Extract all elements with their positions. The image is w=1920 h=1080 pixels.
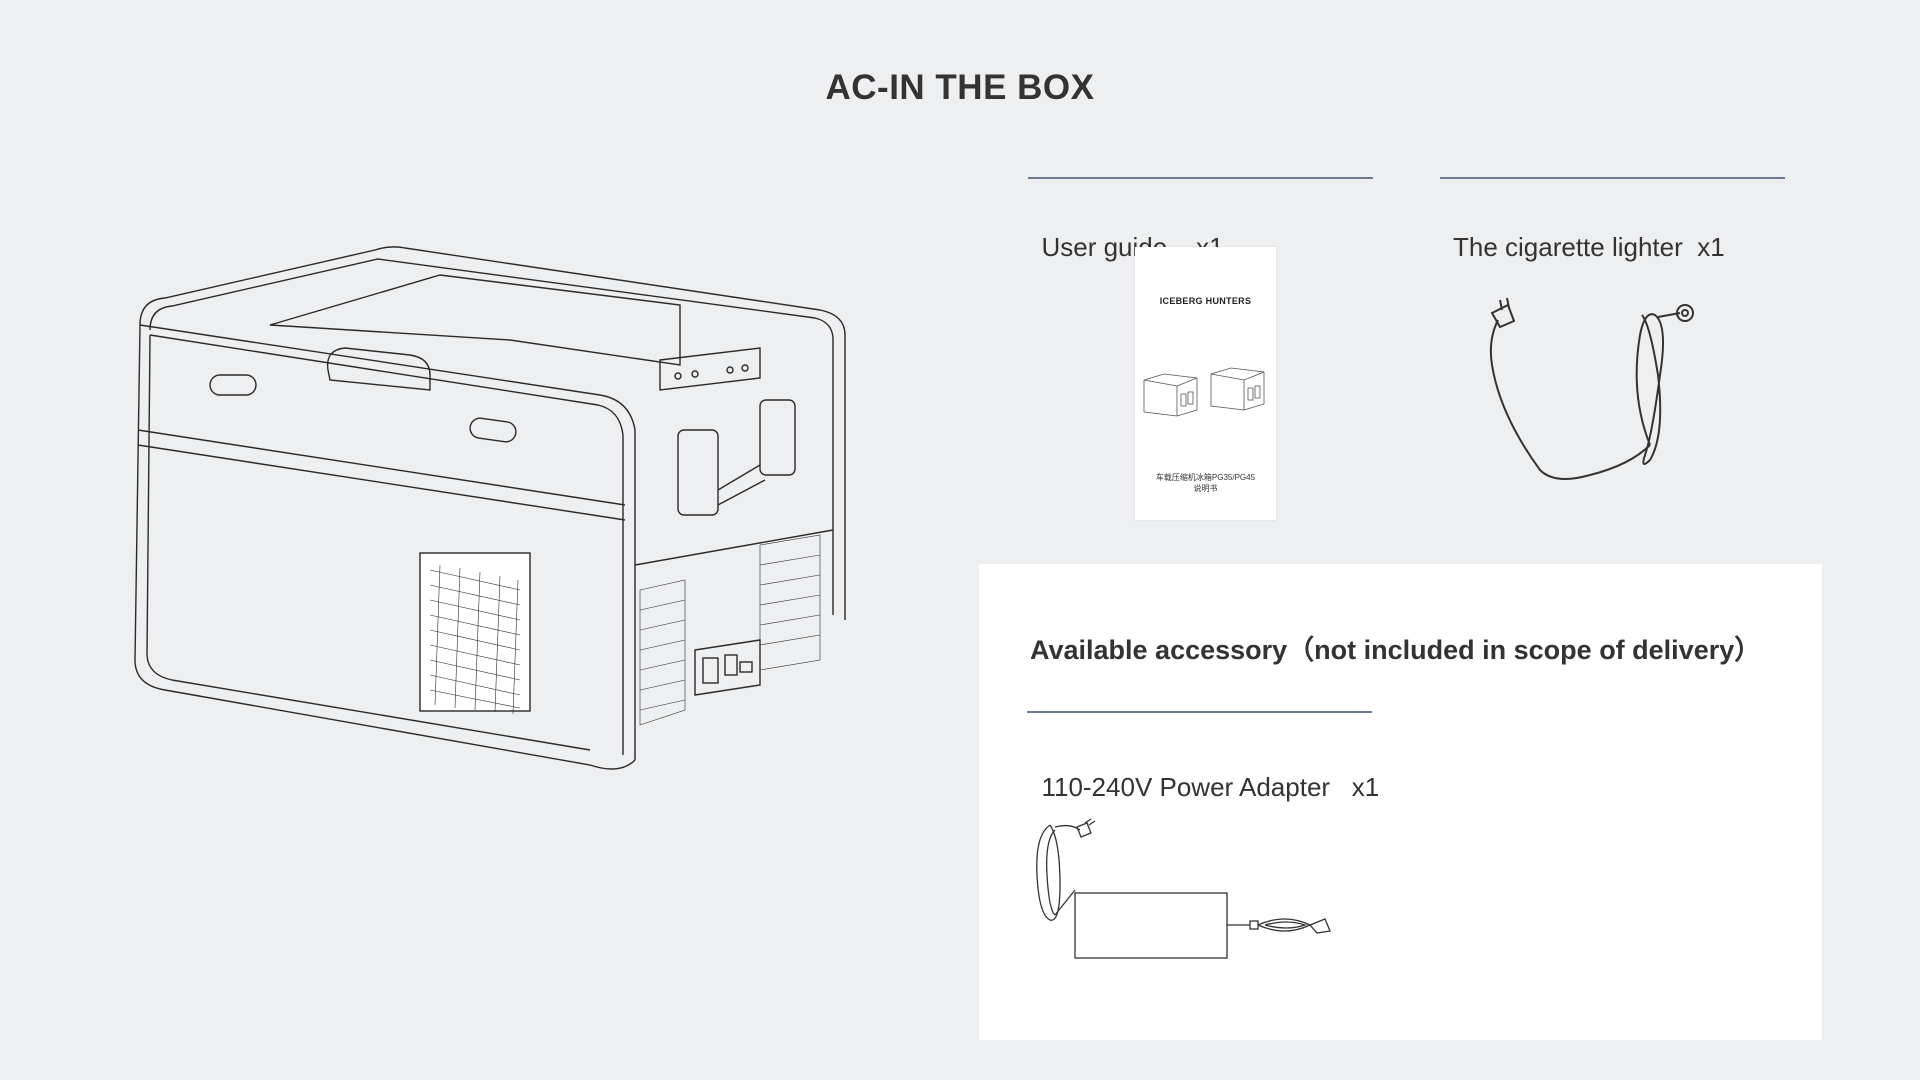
accessory-heading: Available accessory（not included in scop…: [1030, 635, 1762, 665]
booklet-subtitle-line2: 说明书: [1193, 484, 1218, 493]
power-adapter-qty: x1: [1351, 772, 1380, 802]
item-label-power-adapter: 110-240V Power Adapter x1: [1027, 741, 1379, 803]
accessory-panel: [979, 564, 1822, 1040]
booklet-subtitle-line1: 车载压缩机冰箱PG35/PG45: [1155, 473, 1256, 482]
cigarette-lighter-qty: x1: [1697, 232, 1725, 262]
booklet-brand: ICEBERG HUNTERS: [1159, 296, 1252, 306]
divider-power-adapter: [1027, 711, 1372, 713]
divider-user-guide: [1028, 177, 1373, 179]
booklet-image: ICEBERG HUNTERS 车载压缩机冰箱PG35/PG45 说明书: [1135, 247, 1276, 520]
item-label-cigarette-lighter: The cigarette lighter x1: [1439, 201, 1725, 263]
cigarette-lighter-cord-image: [1489, 297, 1694, 480]
power-adapter-image: [1036, 818, 1331, 959]
divider-cigarette-lighter: [1440, 177, 1785, 179]
booklet-fridge-art: [1143, 367, 1265, 417]
power-adapter-label: 110-240V Power Adapter: [1041, 772, 1331, 802]
cigarette-lighter-label: The cigarette lighter: [1452, 232, 1683, 262]
booklet-subtitle: 车载压缩机冰箱PG35/PG45 说明书: [1135, 472, 1276, 494]
fridge-illustration: [134, 246, 846, 770]
page-title: AC-IN THE BOX: [825, 68, 1095, 107]
